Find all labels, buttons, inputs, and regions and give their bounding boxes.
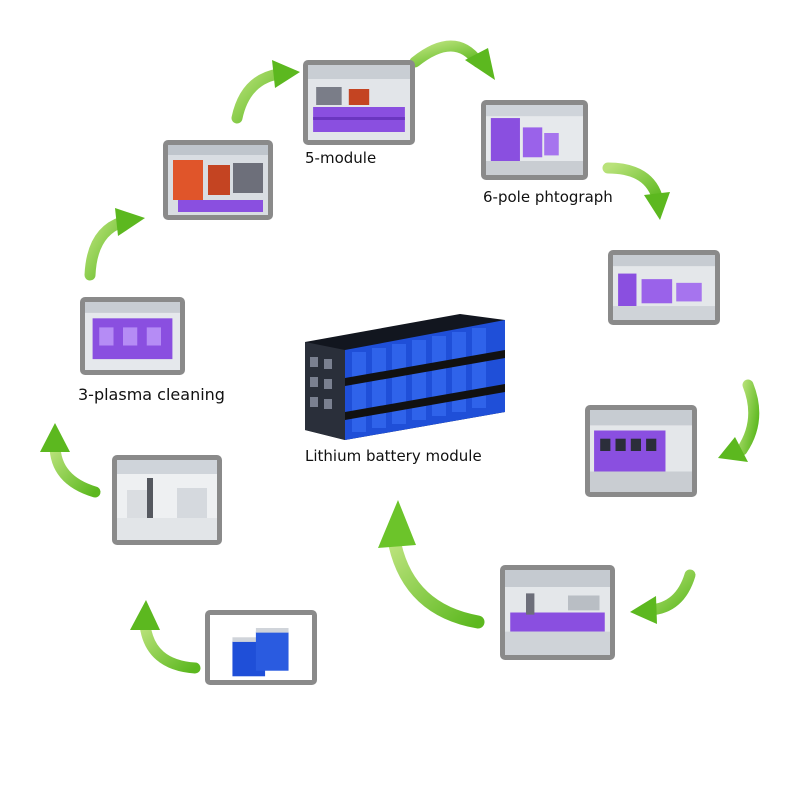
curved-arrow-icon xyxy=(231,60,300,124)
battery-cells-photo xyxy=(205,610,317,685)
battery-module-image xyxy=(305,314,505,440)
curved-arrow-icon xyxy=(630,569,696,624)
robot-cell-photo xyxy=(163,140,273,220)
assembly-line-photo xyxy=(608,250,720,325)
curved-arrow-icon xyxy=(409,40,495,80)
pole-line-photo xyxy=(481,100,588,180)
curved-arrow-icon xyxy=(718,379,760,462)
module-line-photo xyxy=(303,60,415,145)
curved-arrow-icon xyxy=(40,423,101,498)
plasma-cleaning-photo xyxy=(80,297,185,375)
curved-arrow-icon xyxy=(84,208,145,281)
curved-arrow-icon xyxy=(602,162,670,220)
curved-arrow-icon xyxy=(130,600,201,674)
curved-arrow-icon xyxy=(378,500,485,629)
step-label-module: 5-module xyxy=(305,149,377,167)
center-caption: Lithium battery module xyxy=(305,447,482,465)
factory-hall-photo xyxy=(112,455,222,545)
step-label-plasma-cleaning: 3-plasma cleaning xyxy=(78,385,225,404)
welding-line-photo xyxy=(585,405,697,497)
inspection-line-photo xyxy=(500,565,615,660)
step-label-pole-photograph: 6-pole phtograph xyxy=(483,188,613,206)
